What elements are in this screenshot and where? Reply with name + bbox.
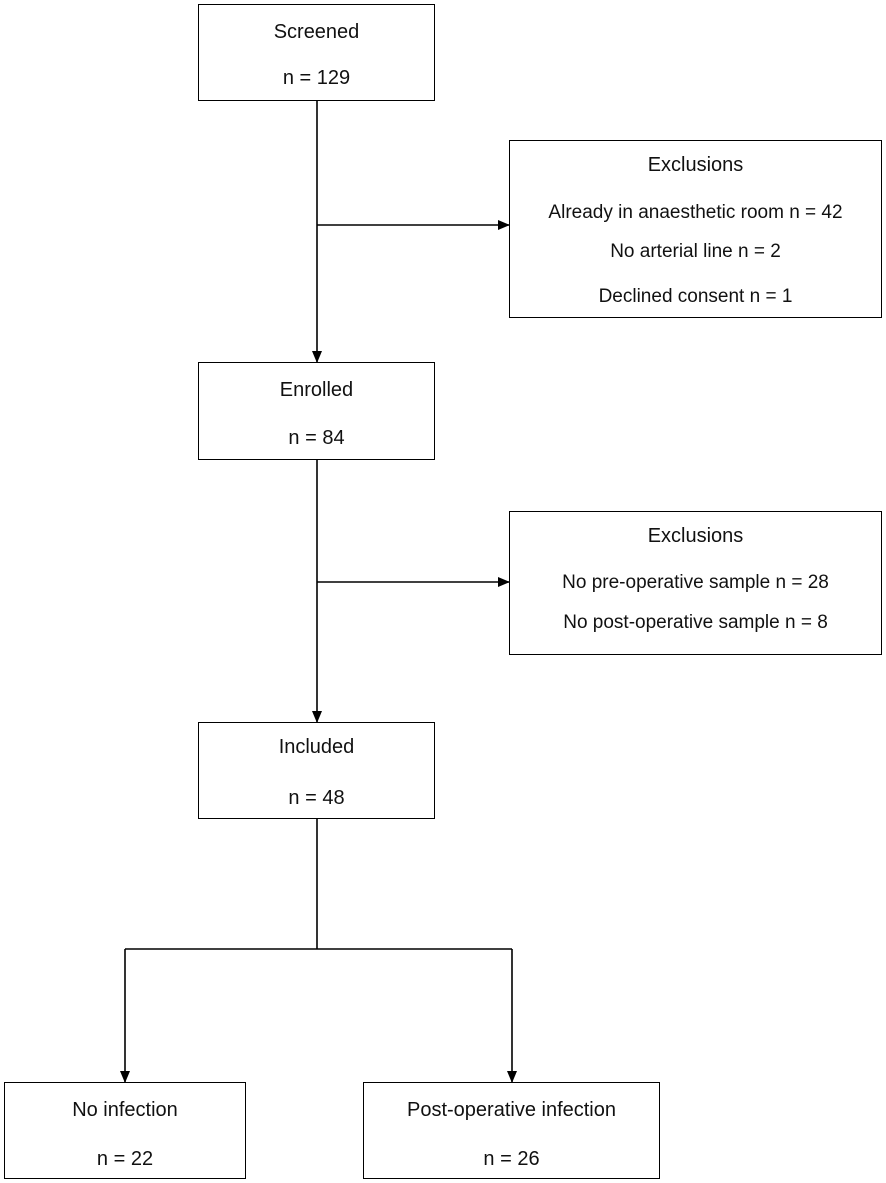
post-op-infection-count: n = 26	[483, 1148, 540, 1170]
enrolled-count: n = 84	[288, 427, 345, 449]
exclusions-1-item: Declined consent n = 1	[598, 286, 793, 307]
exclusions-1-title: Exclusions	[647, 154, 744, 176]
no-infection-count: n = 22	[96, 1148, 154, 1170]
exclusions-2-item: No post-operative sample n = 8	[563, 612, 828, 633]
screened-title: Screened	[273, 21, 360, 43]
post-op-infection-box: Post-operative infection n = 26	[363, 1082, 660, 1179]
no-infection-title: No infection	[72, 1099, 178, 1121]
included-count: n = 48	[288, 787, 345, 809]
included-box: Included n = 48	[198, 722, 435, 819]
enrolled-box: Enrolled n = 84	[198, 362, 435, 460]
exclusions-1-item: No arterial line n = 2	[610, 241, 781, 262]
exclusions-1-item: Already in anaesthetic room n = 42	[548, 202, 843, 223]
no-infection-box: No infection n = 22	[4, 1082, 246, 1179]
enrolled-title: Enrolled	[279, 379, 354, 401]
screened-count: n = 129	[282, 67, 351, 89]
exclusions-2-title: Exclusions	[647, 525, 744, 547]
exclusions-2-box: Exclusions No pre-operative sample n = 2…	[509, 511, 882, 655]
exclusions-2-item: No pre-operative sample n = 28	[562, 572, 829, 593]
exclusions-1-box: Exclusions Already in anaesthetic room n…	[509, 140, 882, 318]
screened-box: Screened n = 129	[198, 4, 435, 101]
post-op-infection-title: Post-operative infection	[406, 1099, 616, 1121]
included-title: Included	[278, 736, 355, 758]
